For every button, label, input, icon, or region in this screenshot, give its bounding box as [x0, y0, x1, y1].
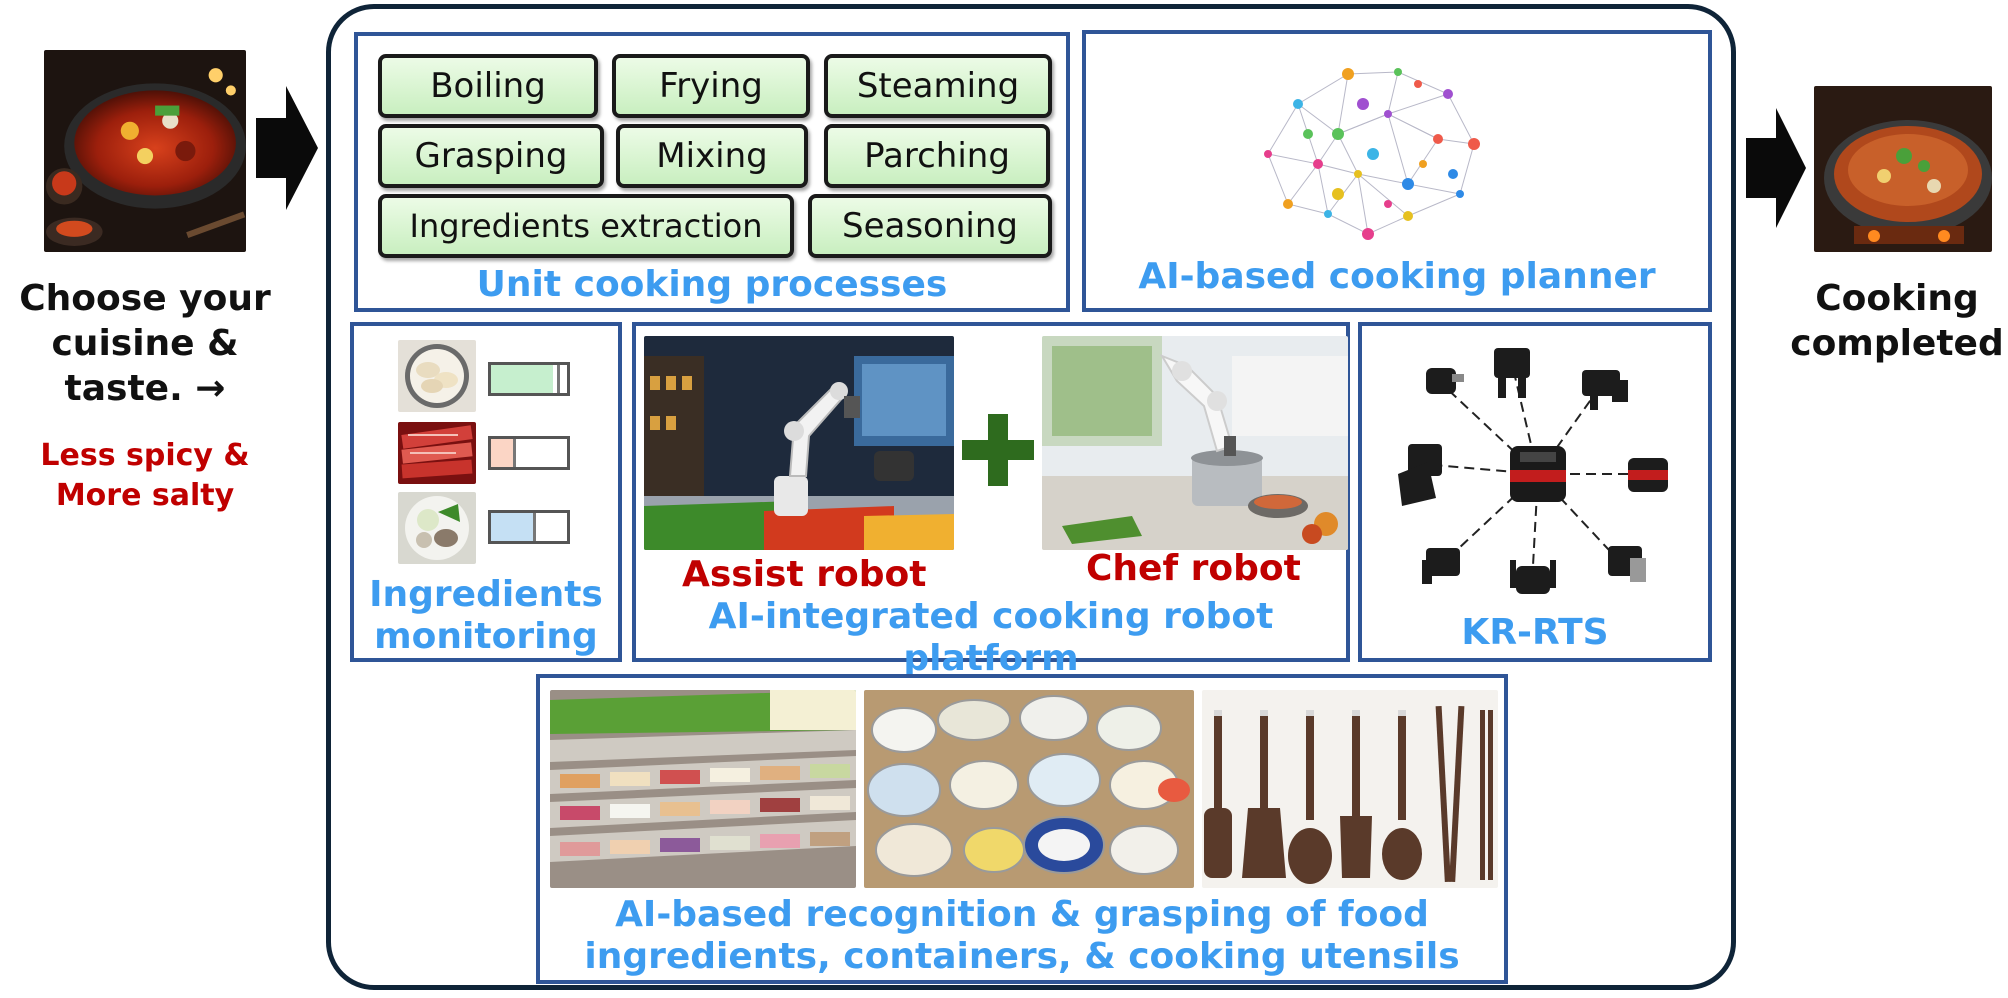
network-brain-icon: [1238, 44, 1494, 256]
network-node: [1403, 211, 1413, 221]
network-node: [1362, 228, 1374, 240]
network-node: [1402, 178, 1414, 190]
gauge-marker: [557, 365, 560, 393]
bowls-plates-photo: [864, 690, 1194, 888]
network-node: [1332, 128, 1344, 140]
network-node: [1468, 138, 1480, 150]
ingredient-level-gauge: [488, 362, 570, 396]
process-parching: Parching: [824, 124, 1050, 188]
cooking-utensils-photo: [1202, 690, 1498, 888]
arrow-right-icon: [256, 86, 318, 210]
network-node: [1313, 159, 1323, 169]
unit-processes-title: Unit cooking processes: [476, 264, 948, 305]
raw-meat-photo: [398, 422, 476, 484]
spicy-hotpot-photo: [44, 50, 246, 252]
plus-icon: [962, 414, 1034, 486]
network-node: [1384, 110, 1392, 118]
ingredient-trays-photo: [550, 690, 856, 888]
process-frying: Frying: [612, 54, 810, 118]
process-seasoning: Seasoning: [808, 194, 1052, 258]
cooking-completed-label: Cooking completed: [1790, 278, 2004, 364]
kr-rts-title: KR-RTS: [1461, 612, 1609, 653]
recognition-panel: AI-based recognition & grasping of food …: [536, 674, 1508, 984]
gauge-marker: [513, 439, 516, 467]
ingredient-level-gauge: [488, 436, 570, 470]
network-node: [1414, 80, 1422, 88]
ai-planner-panel: AI-based cooking planner: [1082, 30, 1712, 312]
network-node: [1419, 160, 1427, 168]
chef-robot-label: Chef robot: [1086, 548, 1301, 589]
network-node: [1367, 148, 1379, 160]
network-node: [1303, 129, 1313, 139]
network-node: [1324, 210, 1332, 218]
chef-robot-photo: [1042, 336, 1348, 550]
ingredient-level-gauge: [488, 510, 570, 544]
gauge-fill: [491, 513, 533, 541]
network-node: [1332, 188, 1344, 200]
network-node: [1357, 98, 1369, 110]
robot-platform-panel: Assist robot Chef robot AI-integrated co…: [632, 322, 1350, 679]
network-node: [1264, 150, 1272, 158]
vegetable-photo: [398, 492, 476, 564]
gauge-fill: [491, 365, 554, 393]
network-node: [1433, 134, 1443, 144]
robot-platform-title: AI-integrated cooking robot platform: [708, 596, 1274, 679]
network-node: [1354, 170, 1362, 178]
ingredients-monitoring-title: Ingredients monitoring: [369, 574, 603, 657]
assist-robot-photo: [644, 336, 954, 550]
process-ingredients-extraction: Ingredients extraction: [378, 194, 794, 258]
assist-robot-label: Assist robot: [682, 554, 927, 595]
finished-dish-photo: [1814, 86, 1992, 252]
process-grasping: Grasping: [378, 124, 604, 188]
ai-planner-title: AI-based cooking planner: [1138, 256, 1656, 297]
kr-rts-panel: KR-RTS: [1358, 322, 1712, 662]
network-node: [1394, 68, 1402, 76]
network-node: [1443, 89, 1453, 99]
process-steaming: Steaming: [824, 54, 1052, 118]
choose-cuisine-title: Choose your cuisine & taste. →: [19, 278, 271, 409]
ingredients-monitoring-panel: Ingredients monitoring: [350, 322, 622, 662]
cooking-system-frame: [326, 4, 1736, 990]
network-node: [1293, 99, 1303, 109]
network-node: [1456, 190, 1464, 198]
dumpling-photo: [398, 340, 476, 412]
tool-changer-diagram: [1382, 334, 1694, 602]
network-node: [1384, 200, 1392, 208]
network-node: [1283, 199, 1293, 209]
process-boiling: Boiling: [378, 54, 598, 118]
taste-preference: Less spicy & More salty: [40, 438, 250, 513]
gauge-fill: [491, 439, 514, 467]
process-mixing: Mixing: [616, 124, 808, 188]
recognition-title: AI-based recognition & grasping of food …: [584, 894, 1460, 977]
gauge-marker: [533, 513, 536, 541]
network-node: [1342, 68, 1354, 80]
arrow-right-icon: [1746, 108, 1806, 228]
network-node: [1448, 169, 1458, 179]
unit-processes-panel: Boiling Frying Steaming Grasping Mixing …: [354, 32, 1070, 312]
